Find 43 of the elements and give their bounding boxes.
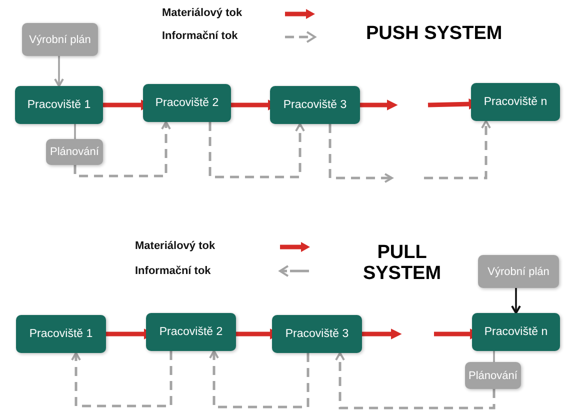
planning-box — [465, 362, 521, 389]
node-label: Pracoviště 1 — [29, 328, 93, 340]
node-label: Pracoviště 3 — [285, 328, 349, 340]
information-flow-arrow — [54, 56, 64, 87]
node-label: Pracoviště n — [484, 96, 548, 108]
legend-label: Materiálový tok — [135, 240, 216, 252]
system-heading: PUSH SYSTEM — [366, 24, 502, 45]
workstation-box — [146, 313, 236, 351]
connector-line — [493, 351, 495, 362]
information-flow-arrow — [328, 124, 393, 183]
node-label: Pracoviště 3 — [283, 99, 347, 111]
node-label: Pracoviště 2 — [155, 97, 219, 109]
information-flow-arrow — [511, 288, 521, 314]
node-label: Plánování — [468, 370, 518, 382]
workstation-box — [270, 86, 360, 124]
information-flow-arrow — [424, 120, 491, 180]
workstation-box — [143, 84, 231, 122]
connector-line — [74, 124, 76, 139]
information-flow-arrow — [209, 350, 310, 408]
material-flow-arrow — [362, 328, 402, 340]
workstation-box — [471, 83, 560, 121]
node-label: Pracoviště 1 — [27, 99, 91, 111]
workstation-box — [472, 313, 560, 351]
planning-box — [46, 139, 103, 165]
legend-label: Informační tok — [162, 30, 238, 42]
planning-box — [478, 255, 559, 288]
node-label: Výrobní plán — [488, 266, 550, 278]
information-flow-arrow — [74, 121, 171, 178]
node-label: Výrobní plán — [29, 34, 91, 46]
material-flow-arrow — [360, 100, 398, 110]
node-label: Plánování — [50, 146, 99, 158]
legend-label: Materiálový tok — [162, 7, 242, 19]
node-label: Pracoviště 2 — [159, 326, 223, 338]
node-label: Pracoviště n — [484, 326, 548, 338]
information-flow-arrow — [71, 351, 172, 408]
workstation-box — [272, 315, 362, 353]
workstation-box — [15, 86, 103, 124]
planning-box — [22, 23, 98, 56]
legend-label: Informační tok — [135, 265, 211, 277]
system-heading: PULL SYSTEM — [362, 243, 442, 285]
information-flow-arrow — [335, 352, 496, 410]
workstation-box — [16, 315, 106, 353]
information-flow-arrow — [208, 122, 305, 178]
